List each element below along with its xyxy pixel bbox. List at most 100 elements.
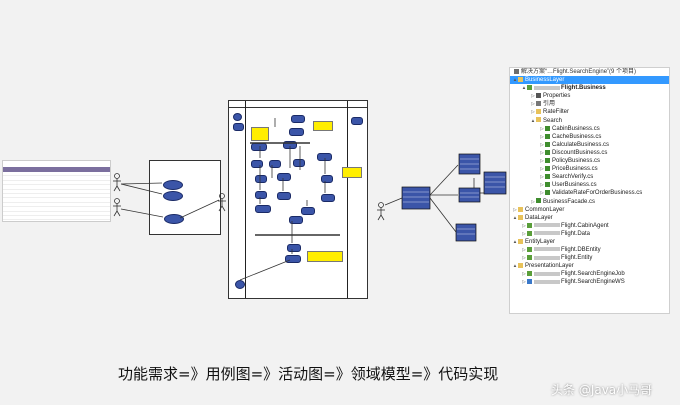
- expand-collapsed-icon[interactable]: ▷: [522, 222, 526, 228]
- note-box: [342, 167, 362, 178]
- tree-item[interactable]: ▷Flight.Entity: [510, 254, 669, 262]
- tree-item[interactable]: ▲BusinessLayer: [510, 76, 669, 85]
- actor-figure: [113, 198, 121, 217]
- tree-item[interactable]: ▷SearchVerify.cs: [510, 173, 669, 181]
- swimlane-header: [229, 101, 367, 108]
- csfile-icon: [545, 141, 550, 147]
- csfile-icon: [545, 125, 550, 131]
- expand-collapsed-icon[interactable]: ▷: [540, 133, 544, 139]
- tree-item[interactable]: ▷Flight.SearchEngineWS: [510, 278, 669, 286]
- redacted-text: [534, 231, 560, 236]
- actor-figure: [113, 173, 121, 192]
- expand-open-icon[interactable]: ▲: [521, 85, 527, 91]
- expand-collapsed-icon[interactable]: ▷: [540, 125, 544, 131]
- wrench-icon: [536, 93, 541, 99]
- solution-title[interactable]: 解决方案“…Flight.SearchEngine”(9 个项目): [510, 68, 669, 76]
- activity-node: [317, 153, 332, 161]
- use-case-ellipse: [163, 191, 183, 201]
- expand-collapsed-icon[interactable]: ▷: [522, 247, 526, 253]
- tree-item-label: CommonLayer: [525, 206, 565, 213]
- tree-item[interactable]: ▷DiscountBusiness.cs: [510, 149, 669, 157]
- activity-node: [293, 159, 305, 167]
- activity-node: [301, 207, 315, 215]
- expand-open-icon[interactable]: ▲: [512, 214, 518, 220]
- tree-item[interactable]: ▲Search: [510, 117, 669, 125]
- expand-collapsed-icon[interactable]: ▷: [522, 255, 526, 261]
- tree-item[interactable]: ▷BusinessFacade.cs: [510, 198, 669, 206]
- expand-collapsed-icon[interactable]: ▷: [531, 198, 535, 204]
- use-case-ellipse: [164, 214, 184, 224]
- tree-item-label: CacheBusiness.cs: [552, 133, 602, 140]
- table-row: [3, 185, 110, 190]
- domain-class-box: [483, 171, 507, 195]
- expand-collapsed-icon[interactable]: ▷: [540, 174, 544, 180]
- tree-item[interactable]: ▷CabinBusiness.cs: [510, 125, 669, 133]
- table-row: [3, 194, 110, 199]
- swimlane-divider: [245, 101, 246, 298]
- activity-node: [289, 216, 303, 224]
- tree-item[interactable]: ▷ UserBusiness.cs: [510, 181, 669, 189]
- tree-item[interactable]: ▷CalculateBusiness.cs: [510, 141, 669, 149]
- tree-item[interactable]: ▷ PolicyBusiness.cs: [510, 157, 669, 165]
- expand-collapsed-icon[interactable]: ▷: [513, 206, 517, 212]
- expand-open-icon[interactable]: ▲: [512, 238, 518, 244]
- tree-item[interactable]: ▲ DataLayer: [510, 214, 669, 222]
- expand-collapsed-icon[interactable]: ▷: [540, 149, 544, 155]
- folder-icon: [518, 263, 523, 269]
- csfile-icon: [545, 182, 550, 188]
- activity-node: [255, 191, 267, 199]
- table-row: [3, 198, 110, 203]
- tree-item[interactable]: ▷Flight.SearchEngineJob: [510, 270, 669, 278]
- tree-item-label: UserBusiness.cs: [552, 182, 597, 189]
- activity-node: [351, 117, 363, 125]
- expand-collapsed-icon[interactable]: ▷: [540, 158, 544, 164]
- expand-open-icon[interactable]: ▲: [512, 77, 518, 83]
- expand-collapsed-icon[interactable]: ▷: [522, 271, 526, 277]
- cs-project-icon: [527, 222, 532, 228]
- activity-node: [255, 205, 271, 213]
- tree-item[interactable]: ▷引用: [510, 100, 669, 108]
- tree-item[interactable]: ▷RateFilter: [510, 108, 669, 116]
- tree-item[interactable]: ▷ CommonLayer: [510, 206, 669, 214]
- tree-item[interactable]: ▷ValidateRateForOrderBusiness.cs: [510, 189, 669, 197]
- expand-collapsed-icon[interactable]: ▷: [540, 166, 544, 172]
- note-box: [313, 121, 333, 131]
- expand-open-icon[interactable]: ▲: [530, 117, 536, 123]
- redacted-text: [534, 223, 560, 228]
- expand-collapsed-icon[interactable]: ▷: [531, 93, 535, 99]
- tree-item[interactable]: ▷Flight.DBEntity: [510, 246, 669, 254]
- csfile-icon: [545, 190, 550, 196]
- tree-item[interactable]: ▷Flight.Data: [510, 230, 669, 238]
- expand-collapsed-icon[interactable]: ▷: [540, 190, 544, 196]
- note-box: [251, 127, 269, 141]
- table-row: [3, 212, 110, 216]
- tree-item-label: EntityLayer: [525, 238, 556, 245]
- redacted-text: [534, 271, 560, 276]
- expand-collapsed-icon[interactable]: ▷: [531, 101, 535, 107]
- domain-class-box: [458, 187, 481, 203]
- cs-project-icon: [527, 246, 532, 252]
- tree-item[interactable]: ▲PresentationLayer: [510, 262, 669, 270]
- table-row: [3, 172, 110, 177]
- redacted-text: [534, 255, 560, 260]
- tree-item-label: DataLayer: [525, 214, 553, 221]
- expand-open-icon[interactable]: ▲: [512, 263, 518, 269]
- expand-collapsed-icon[interactable]: ▷: [522, 230, 526, 236]
- tree-item[interactable]: ▲Flight.Business: [510, 84, 669, 92]
- tree-item[interactable]: ▷Flight.CabinAgent: [510, 222, 669, 230]
- tree-item[interactable]: ▷ CacheBusiness.cs: [510, 133, 669, 141]
- activity-node: [285, 255, 301, 263]
- expand-collapsed-icon[interactable]: ▷: [522, 279, 526, 285]
- tree-item[interactable]: ▲ EntityLayer: [510, 238, 669, 246]
- csfile-icon: [545, 174, 550, 180]
- tree-item[interactable]: ▷ PriceBusiness.cs: [510, 165, 669, 173]
- tree-item-label: PolicyBusiness.cs: [552, 158, 601, 165]
- expand-collapsed-icon[interactable]: ▷: [540, 141, 544, 147]
- expand-collapsed-icon[interactable]: ▷: [531, 109, 535, 115]
- note-box: [307, 251, 343, 262]
- expand-collapsed-icon[interactable]: ▷: [540, 182, 544, 188]
- tree-item[interactable]: ▷Properties: [510, 92, 669, 100]
- redacted-text: [534, 247, 560, 252]
- tree-item-label: PriceBusiness.cs: [552, 166, 598, 173]
